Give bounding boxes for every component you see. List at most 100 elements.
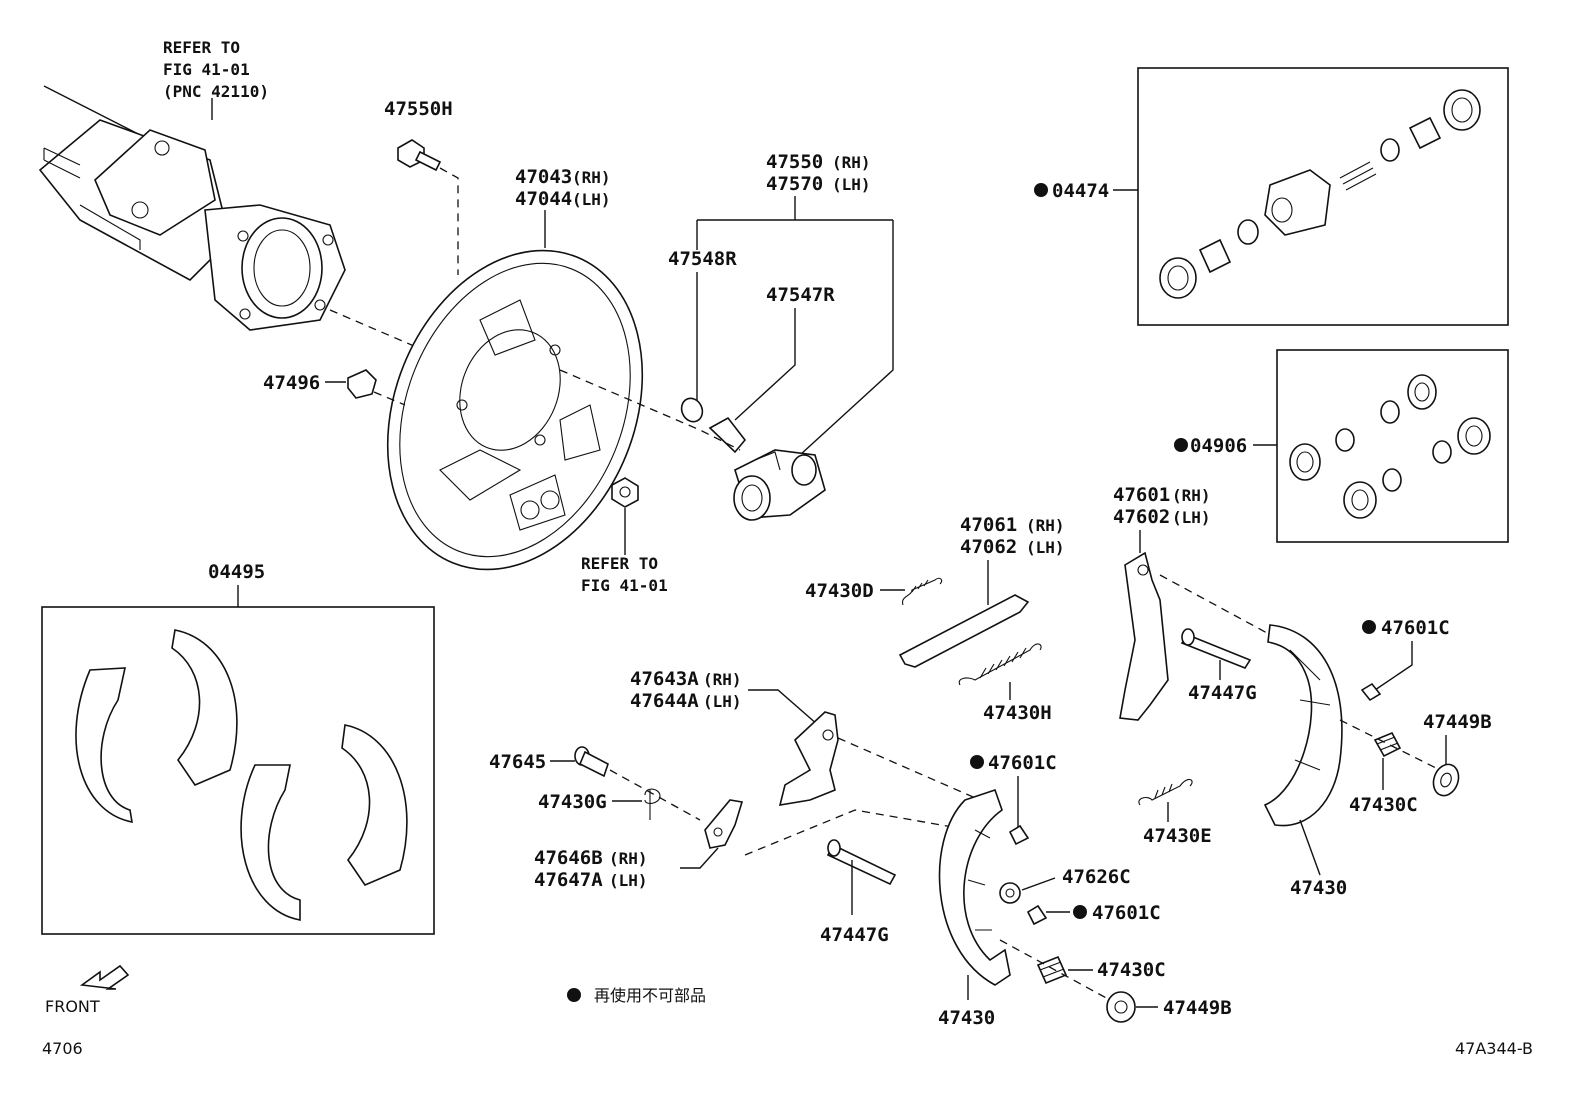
label-47044: 47044 — [515, 188, 572, 210]
label-47550-rh: (RH) — [832, 153, 871, 172]
dash-shoe-cup-left — [999, 939, 1111, 1001]
label-47430G: 47430G — [538, 791, 607, 813]
dash-adjuster-pin — [744, 809, 971, 856]
dash-lever-shoe — [1159, 574, 1281, 641]
label-47430C-right: 47430C — [1349, 794, 1418, 816]
shoe-47430-left — [938, 788, 1011, 986]
label-47447G-right: 47447G — [1188, 682, 1257, 704]
dash-47496 — [373, 391, 406, 406]
refer-axle-line1: REFER TO — [163, 38, 240, 57]
label-47449B-right: 47449B — [1423, 711, 1492, 733]
shoe-47430-right — [1263, 624, 1343, 827]
label-47447G-left: 47447G — [820, 924, 889, 946]
label-47647A-lh: (LH) — [609, 871, 648, 890]
label-47496: 47496 — [263, 372, 320, 394]
spring-47430D — [901, 577, 943, 606]
label-47645: 47645 — [489, 751, 546, 773]
label-47570: 47570 — [766, 173, 823, 195]
front-arrow-icon — [79, 964, 130, 990]
nonreusable-dot-47601C-b — [970, 755, 984, 769]
label-47430-right: 47430 — [1290, 877, 1347, 899]
lever-47643A — [778, 711, 839, 806]
wheel-cylinder — [733, 449, 826, 521]
nonreusable-dot-04906 — [1174, 438, 1188, 452]
bracket-cylinder — [696, 196, 894, 456]
label-47044-lh: (LH) — [572, 190, 611, 209]
label-47061-rh: (RH) — [1026, 516, 1065, 535]
label-04906: 04906 — [1190, 435, 1247, 457]
dash-lever-shoe-left — [837, 737, 981, 801]
label-04495: 04495 — [208, 561, 265, 583]
spring-47430G — [644, 788, 661, 820]
nonreusable-dot-47601C-c — [1073, 905, 1087, 919]
spring-47430E — [1138, 779, 1193, 806]
spring-47430H — [958, 643, 1042, 686]
kit-04495-shoes — [75, 629, 408, 921]
label-47449B-bottom: 47449B — [1163, 997, 1232, 1019]
refer-nut-line1: REFER TO — [581, 554, 658, 573]
label-47430-left: 47430 — [938, 1007, 995, 1029]
label-47548R: 47548R — [668, 248, 737, 270]
clip-47601C-c — [1026, 904, 1048, 926]
diagram-code: 47A344-B — [1455, 1039, 1533, 1058]
clip-47601C-b — [1008, 824, 1030, 846]
dash-bolt — [439, 167, 459, 275]
label-47062: 47062 — [960, 536, 1017, 558]
pin-47447G-right — [1180, 628, 1252, 669]
pin-47447G-left — [826, 839, 897, 886]
clip-47601C-a — [1360, 682, 1382, 702]
kit-box-04495 — [41, 606, 435, 935]
bolt-47550H — [397, 139, 442, 172]
legend-text: 再使用不可部品 — [594, 986, 706, 1005]
kit-box-04906 — [1276, 349, 1509, 543]
label-47643A: 47643A — [630, 668, 699, 690]
label-47644A: 47644A — [630, 690, 699, 712]
kit-04474-parts — [1159, 89, 1481, 299]
label-47430D: 47430D — [805, 580, 874, 602]
label-47570-lh: (LH) — [832, 175, 871, 194]
label-47550: 47550 — [766, 151, 823, 173]
dash-47430G — [609, 769, 701, 821]
dash-plate-cylinder — [559, 369, 741, 451]
label-47602: 47602 — [1113, 506, 1170, 528]
leader-47430-right — [1299, 819, 1321, 876]
leader-47626C — [1021, 877, 1056, 891]
leader-47601C-a — [1374, 641, 1413, 691]
refer-axle-line3: (PNC 42110) — [163, 82, 269, 101]
nonreusable-dot-04474 — [1034, 183, 1048, 197]
axle-housing-drawing — [38, 85, 346, 331]
pin-47645 — [574, 746, 609, 778]
label-47601C-b: 47601C — [988, 752, 1057, 774]
leader-47643A — [748, 689, 819, 726]
label-47550H: 47550H — [384, 98, 453, 120]
label-47601C-c: 47601C — [1092, 902, 1161, 924]
label-04474: 04474 — [1052, 180, 1109, 202]
plug-47496 — [347, 369, 377, 399]
label-47647A: 47647A — [534, 869, 603, 891]
label-47646B: 47646B — [534, 847, 603, 869]
label-47602-lh: (LH) — [1172, 508, 1211, 527]
backing-plate — [386, 249, 644, 571]
refer-axle-line2: FIG 41-01 — [163, 60, 250, 79]
label-47430E: 47430E — [1143, 825, 1212, 847]
front-label: FRONT — [45, 997, 100, 1016]
label-47643A-rh: (RH) — [703, 670, 742, 689]
nut-refer — [611, 477, 639, 508]
legend-dot — [567, 988, 581, 1002]
label-47626C: 47626C — [1062, 866, 1131, 888]
bleeder-screw — [708, 416, 747, 454]
label-47644A-lh: (LH) — [703, 692, 742, 711]
label-47043: 47043 — [515, 166, 572, 188]
washer-47626C — [999, 882, 1021, 904]
label-47601C-a: 47601C — [1381, 617, 1450, 639]
kit-box-04474 — [1137, 67, 1509, 326]
label-47061: 47061 — [960, 514, 1017, 536]
leader-47547R — [734, 308, 796, 421]
adjuster-47646B — [704, 799, 744, 849]
label-47430C-bottom: 47430C — [1097, 959, 1166, 981]
label-47043-rh: (RH) — [572, 168, 611, 187]
strut-47061 — [898, 594, 1030, 668]
leader-47646B — [680, 847, 719, 869]
spring-47430C-bottom — [1036, 955, 1068, 985]
label-47646B-rh: (RH) — [609, 849, 648, 868]
